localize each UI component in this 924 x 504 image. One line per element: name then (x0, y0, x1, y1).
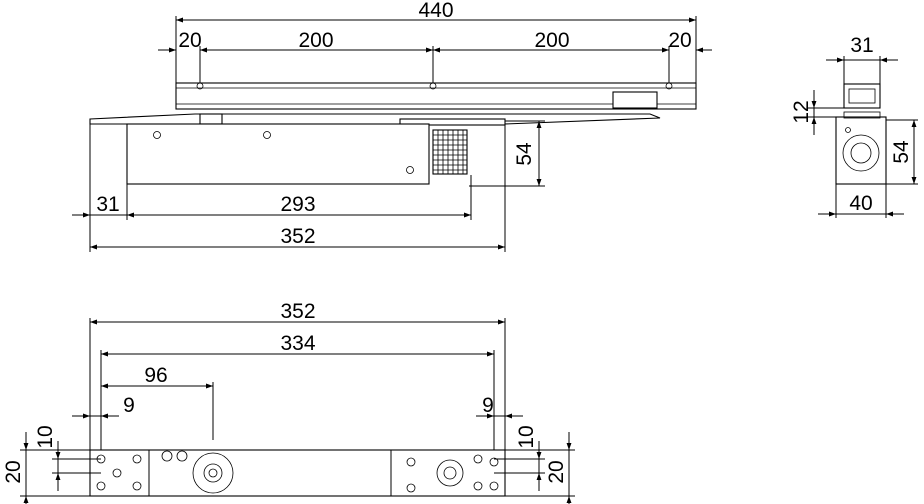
plan-view: 352 334 96 9 9 10 20 10 20 (2, 300, 575, 504)
screw-icon (132, 481, 142, 491)
dim-label-54-side: 54 (890, 140, 913, 164)
dim-label-352-top: 352 (280, 225, 315, 248)
dim-label-10-left: 10 (34, 425, 57, 448)
dim-label-54-front: 54 (513, 142, 536, 166)
dim-label-20-left: 20 (178, 29, 201, 52)
dim-label-10-right: 10 (515, 425, 538, 448)
spring-adjuster-icon (436, 459, 464, 487)
dim-label-200-right: 200 (534, 29, 569, 52)
spindle-icon (842, 134, 880, 172)
dim-label-334: 334 (280, 332, 315, 355)
fixing-hole (406, 166, 414, 174)
rail-end-cap (612, 91, 658, 109)
rail-profile (843, 83, 881, 109)
dim-label-293: 293 (280, 193, 315, 216)
screw-icon (489, 457, 499, 467)
mounting-plate (89, 113, 661, 125)
dim-label-9-left: 9 (123, 394, 135, 417)
dim-label-20-left: 20 (2, 460, 25, 483)
closer-body (126, 123, 430, 185)
dim-label-20-right: 20 (668, 29, 691, 52)
dim-label-200-left: 200 (298, 29, 333, 52)
screw-icon (132, 454, 142, 464)
dim-label-440: 440 (418, 0, 453, 22)
screw-icon (406, 457, 416, 467)
fixing-hole (153, 131, 161, 139)
dim-label-40-side: 40 (849, 192, 872, 215)
valve-icon (176, 450, 188, 462)
dim-label-12-side: 12 (790, 100, 813, 123)
spindle-bottom-icon (192, 452, 234, 494)
pinion-gear-icon (432, 129, 468, 175)
dim-label-31-side: 31 (850, 34, 873, 57)
screw-icon (96, 481, 106, 491)
side-elevation-view: 31 12 54 40 (790, 34, 918, 218)
screw-icon (473, 481, 483, 491)
fixing-hole (263, 131, 271, 139)
dim-label-352-plan: 352 (280, 300, 315, 323)
dim-label-96: 96 (144, 364, 167, 387)
valve-icon (161, 450, 173, 462)
screw-icon (489, 481, 499, 491)
screw-icon (112, 468, 122, 478)
dim-label-9-right: 9 (482, 394, 494, 417)
side-body (835, 116, 887, 185)
dim-label-31: 31 (96, 193, 119, 216)
screw-icon (406, 483, 416, 493)
plan-body (89, 449, 506, 497)
screw-icon (473, 454, 483, 464)
front-elevation-view: 440 20 200 200 20 31 293 352 54 (72, 0, 712, 252)
dim-label-20-right: 20 (545, 460, 568, 483)
